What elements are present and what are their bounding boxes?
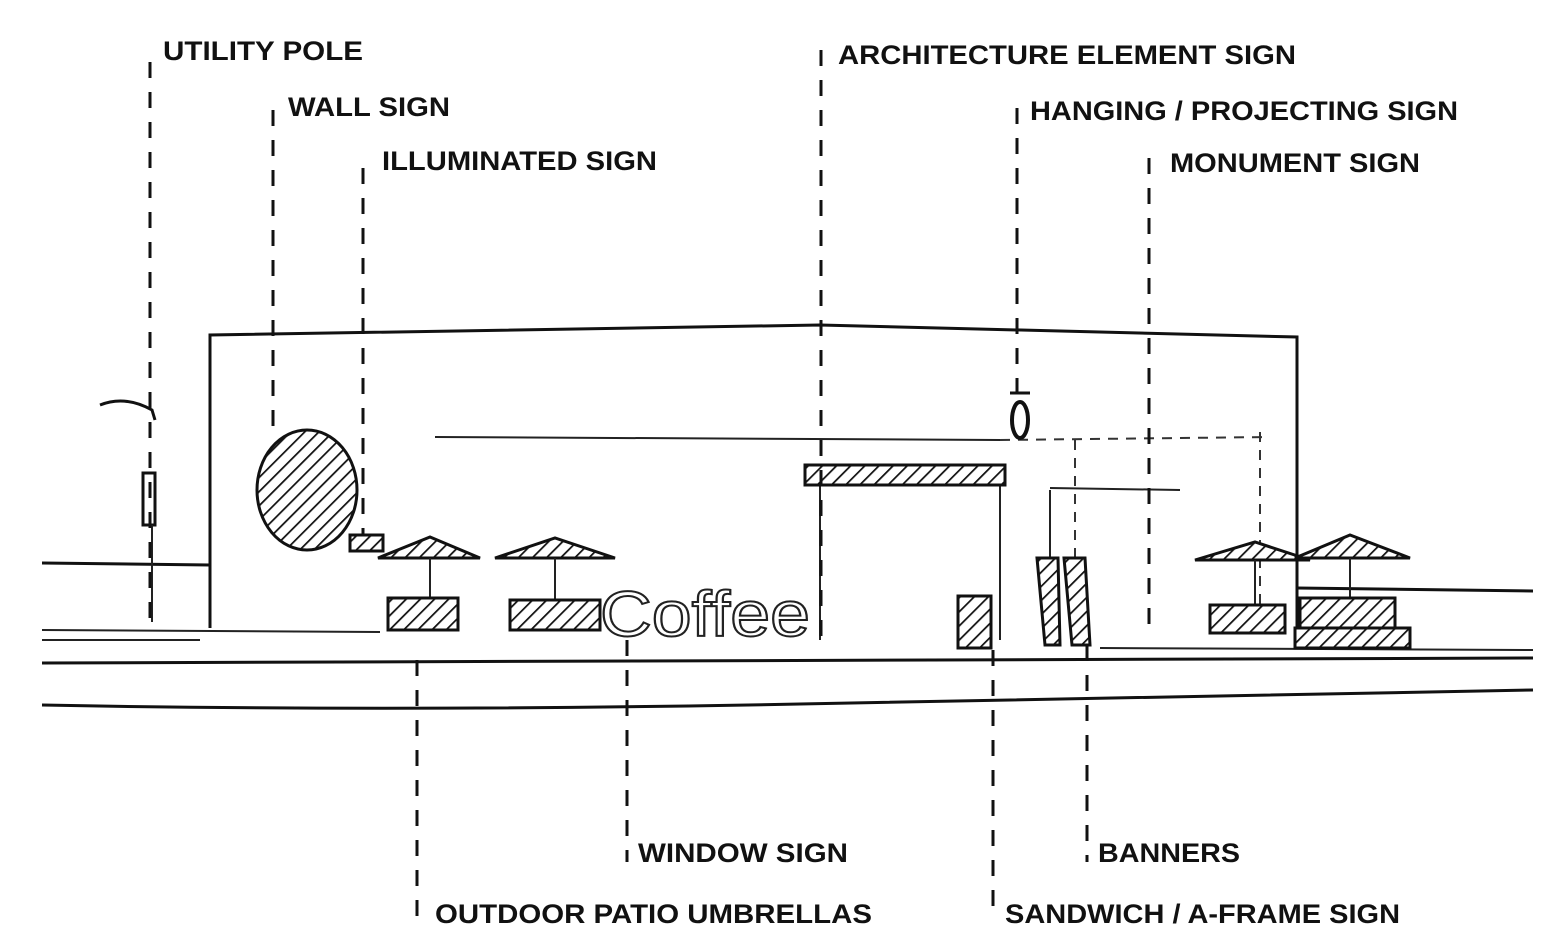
leader-lines — [148, 50, 1151, 920]
label-monument-sign: MONUMENT SIGN — [1170, 148, 1420, 178]
utility-pole — [99, 399, 157, 622]
sandwich-a-frame-sign — [956, 594, 993, 650]
outdoor-patio-umbrellas — [377, 533, 1411, 635]
label-utility-pole: UTILITY POLE — [163, 36, 363, 66]
label-architecture-element-sign: ARCHITECTURE ELEMENT SIGN — [838, 40, 1296, 70]
label-illuminated-sign: ILLUMINATED SIGN — [382, 146, 657, 176]
illuminated-sign — [348, 533, 385, 553]
label-window-sign: WINDOW SIGN — [638, 838, 848, 868]
wall-sign — [255, 428, 359, 552]
label-wall-sign: WALL SIGN — [288, 92, 450, 122]
architecture-element-sign — [803, 463, 1007, 487]
label-hanging-projecting-sign: HANGING / PROJECTING SIGN — [1030, 96, 1458, 126]
hanging-projecting-sign — [1010, 391, 1030, 440]
window-sign-text: Coffee — [600, 578, 810, 650]
label-sandwich-a-frame-sign: SANDWICH / A-FRAME SIGN — [1005, 899, 1400, 929]
monument-sign — [1293, 596, 1412, 650]
label-outdoor-patio-umbrellas: OUTDOOR PATIO UMBRELLAS — [435, 899, 872, 929]
banners — [1035, 556, 1092, 647]
label-banners: BANNERS — [1098, 838, 1240, 868]
